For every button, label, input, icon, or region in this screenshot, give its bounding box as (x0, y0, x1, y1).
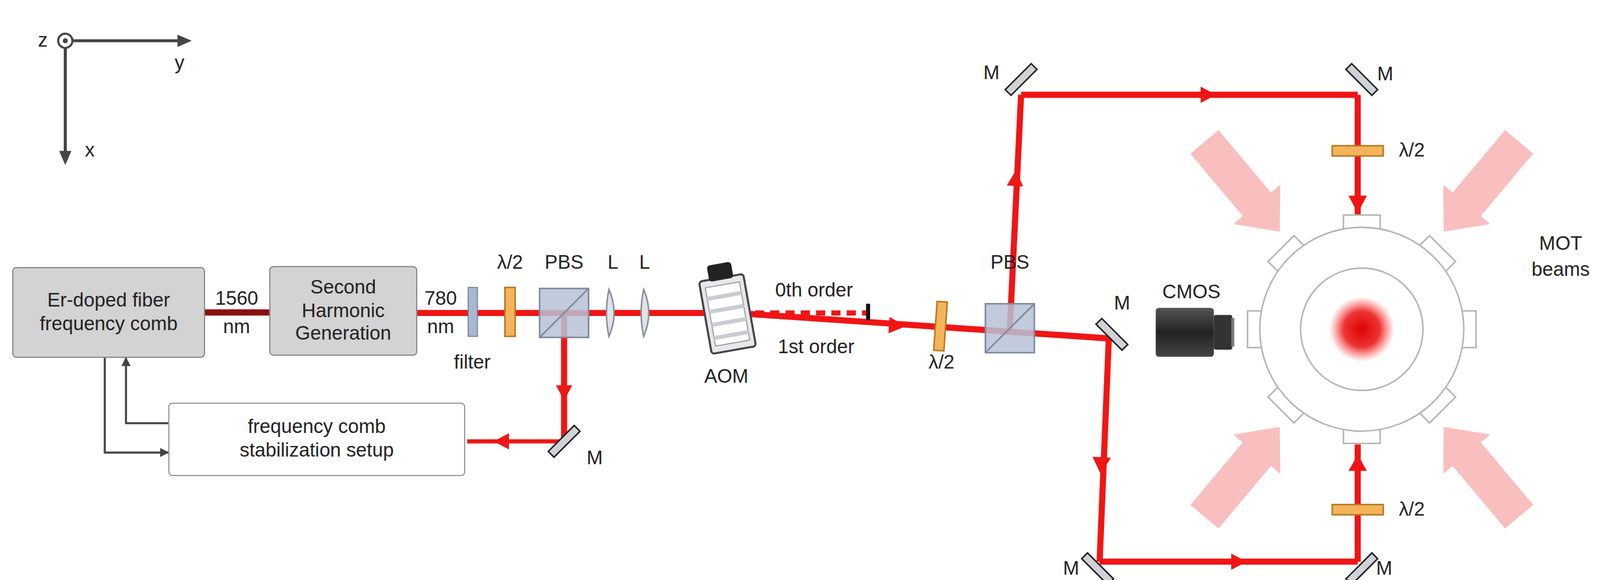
part-label: 0th order (775, 278, 853, 303)
part-label: PBS (544, 251, 584, 275)
part-label: 1560 nm (215, 284, 259, 343)
axes (57, 33, 192, 166)
laser-beam (417, 95, 1358, 563)
part-label: M (1062, 557, 1079, 580)
box-text: Second Harmonic Generation (278, 276, 408, 346)
part-label: z (37, 28, 48, 53)
lenses (606, 289, 649, 337)
part-label: L (607, 251, 619, 275)
box-text: frequency comb stabilization setup (205, 416, 429, 463)
aom-symbol (696, 260, 756, 355)
part-label: λ/2 (497, 251, 524, 275)
beam-arrows (493, 86, 1367, 571)
control-box: frequency comb stabilization setup (168, 403, 466, 477)
filter-symbol (468, 287, 478, 337)
part-label: CMOS (1162, 281, 1221, 305)
part-label: λ/2 (928, 351, 955, 375)
part-label: M (586, 447, 603, 471)
part-label: L (639, 251, 651, 275)
part-label: x (85, 139, 95, 163)
part-label: 1st order (777, 336, 855, 360)
part-label: M (1114, 292, 1131, 316)
part-label: PBS (990, 251, 1030, 275)
box-text: Er-doped fiber frequency comb (21, 289, 196, 337)
part-label: y (174, 51, 185, 75)
device-box: Er-doped fiber frequency comb (12, 267, 206, 359)
part-label: filter (453, 351, 491, 375)
fiber-connector (205, 309, 270, 316)
part-label: 780 nm (424, 284, 457, 343)
device-box: Second Harmonic Generation (269, 265, 418, 356)
part-label: M (983, 62, 1000, 86)
part-label: AOM (703, 365, 749, 389)
beam-block (865, 303, 871, 321)
mirrors (548, 63, 1378, 580)
part-label: λ/2 (1399, 498, 1426, 522)
signal-connector (104, 358, 168, 453)
part-label: λ/2 (1399, 139, 1426, 163)
vacuum-chamber (1247, 215, 1477, 444)
part-label: MOT beams (1531, 231, 1590, 282)
control-connector (125, 358, 169, 424)
part-label: M (1375, 557, 1392, 580)
part-label: M (1377, 62, 1394, 86)
cmos-camera (1155, 307, 1235, 358)
mot-beams (1180, 122, 1543, 537)
